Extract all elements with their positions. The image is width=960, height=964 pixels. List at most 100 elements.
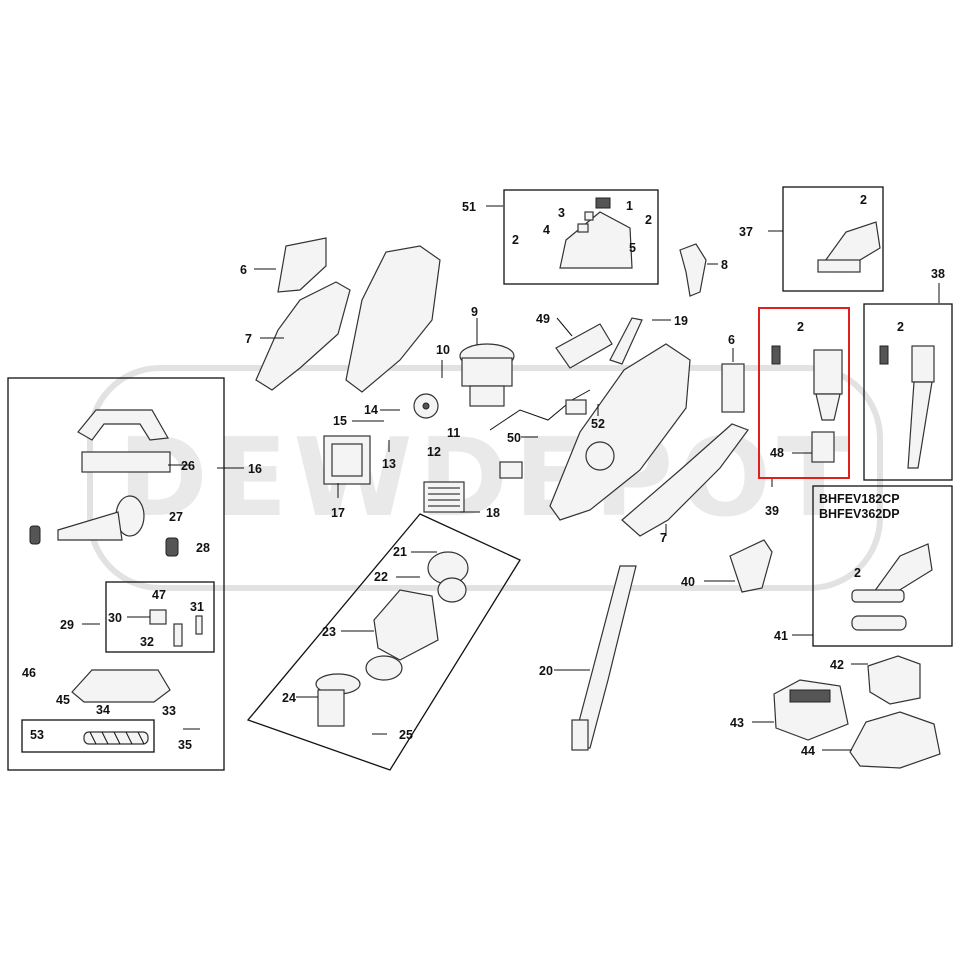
part-8-clip (679, 243, 707, 297)
callout-c46: 46 (22, 666, 36, 680)
callout-c13: 13 (382, 457, 396, 471)
callout-c45: 45 (56, 693, 70, 707)
frame-25 (246, 513, 521, 771)
callout-c27: 27 (169, 510, 183, 524)
callout-c29: 29 (60, 618, 74, 632)
callout-c6b: 6 (728, 333, 735, 347)
callout-c24: 24 (282, 691, 296, 705)
callout-c49: 49 (536, 312, 550, 326)
callout-c30: 30 (108, 611, 122, 625)
callout-c2b: 2 (512, 233, 519, 247)
callout-c7b: 7 (660, 531, 667, 545)
part-6b-trigger (721, 363, 745, 413)
part-6-top-cover (277, 237, 327, 293)
callout-c40: 40 (681, 575, 695, 589)
part-27-motor (57, 495, 145, 541)
callout-c2f: 2 (797, 320, 804, 334)
part-40-adapter (729, 539, 773, 593)
part-49-pcb (555, 323, 613, 369)
callout-c38: 38 (931, 267, 945, 281)
part-9-motor (459, 343, 515, 407)
callout-c16: 16 (248, 462, 262, 476)
part-12-fan (413, 393, 439, 419)
part-51-charger-head (559, 197, 633, 269)
callout-c15: 15 (333, 414, 347, 428)
callout-c26: 26 (181, 459, 195, 473)
model-label-2: BHFEV362DP (819, 507, 900, 521)
callout-c52: 52 (591, 417, 605, 431)
part-7b-side-cover (621, 423, 749, 537)
callout-c39: 39 (765, 504, 779, 518)
callout-c14: 14 (364, 403, 378, 417)
callout-c4: 4 (543, 223, 550, 237)
callout-c7: 7 (245, 332, 252, 346)
callout-c35: 35 (178, 738, 192, 752)
part-37-crevice-tool (817, 221, 881, 273)
part-7-handle-housing (255, 281, 351, 391)
part-28-wheels (29, 525, 179, 557)
part-29-internals (149, 609, 203, 647)
frame-16 (7, 377, 225, 771)
part-50-wiring (489, 389, 591, 479)
callout-c3: 3 (558, 206, 565, 220)
callout-c21: 21 (393, 545, 407, 559)
frame-37 (782, 186, 884, 292)
part-17-filter (323, 435, 371, 485)
part-18-grille (423, 481, 465, 513)
model-label-1: BHFEV182CP (819, 492, 900, 506)
callout-c1: 1 (626, 199, 633, 213)
part-21-22-filter-cup (427, 551, 469, 603)
callout-c2d: 2 (860, 193, 867, 207)
callout-c8: 8 (721, 258, 728, 272)
callout-c43: 43 (730, 716, 744, 730)
part-20-wand (571, 565, 637, 751)
callout-c2g: 2 (854, 566, 861, 580)
callout-c41: 41 (774, 629, 788, 643)
watermark-text: DEWDEPOT (118, 416, 857, 541)
part-19-latch (609, 317, 643, 365)
callout-c31: 31 (190, 600, 204, 614)
callout-c2e: 2 (897, 320, 904, 334)
callout-c5: 5 (629, 241, 636, 255)
callout-c2: 2 (645, 213, 652, 227)
callout-c48: 48 (770, 446, 784, 460)
part-24-cyclone (315, 673, 361, 727)
part-39-extension (771, 345, 843, 463)
callout-c12: 12 (427, 445, 441, 459)
callout-c22: 22 (374, 570, 388, 584)
frame-29 (105, 581, 215, 653)
callout-c20: 20 (539, 664, 553, 678)
part-26-floorhead-top (77, 409, 171, 473)
part-44-charger (849, 711, 941, 769)
callout-c11: 11 (447, 426, 460, 440)
part-23-dust-bin (365, 589, 439, 681)
part-42-battery-adapter (867, 655, 921, 705)
part-main-body (549, 343, 691, 521)
callout-c33: 33 (162, 704, 176, 718)
frame-39-highlight (758, 307, 850, 479)
callout-c6: 6 (240, 263, 247, 277)
callout-c37: 37 (739, 225, 753, 239)
callout-c34: 34 (96, 703, 110, 717)
callout-c17: 17 (331, 506, 345, 520)
part-housing-halves (345, 245, 441, 393)
frame-41 (812, 485, 953, 647)
callout-c53: 53 (30, 728, 44, 742)
part-35-brushroll (83, 731, 149, 745)
frame-35 (21, 719, 155, 753)
callout-c42: 42 (830, 658, 844, 672)
callout-c9: 9 (471, 305, 478, 319)
callout-c25: 25 (399, 728, 413, 742)
part-43-battery (773, 679, 849, 741)
part-41-brush-tools (851, 543, 933, 631)
callout-c32: 32 (140, 635, 154, 649)
callout-c19: 19 (674, 314, 688, 328)
leader-lines (82, 205, 940, 751)
callout-c51: 51 (462, 200, 476, 214)
frame-38 (863, 303, 953, 481)
callout-c50: 50 (507, 431, 521, 445)
part-38-long-crevice (879, 345, 935, 469)
